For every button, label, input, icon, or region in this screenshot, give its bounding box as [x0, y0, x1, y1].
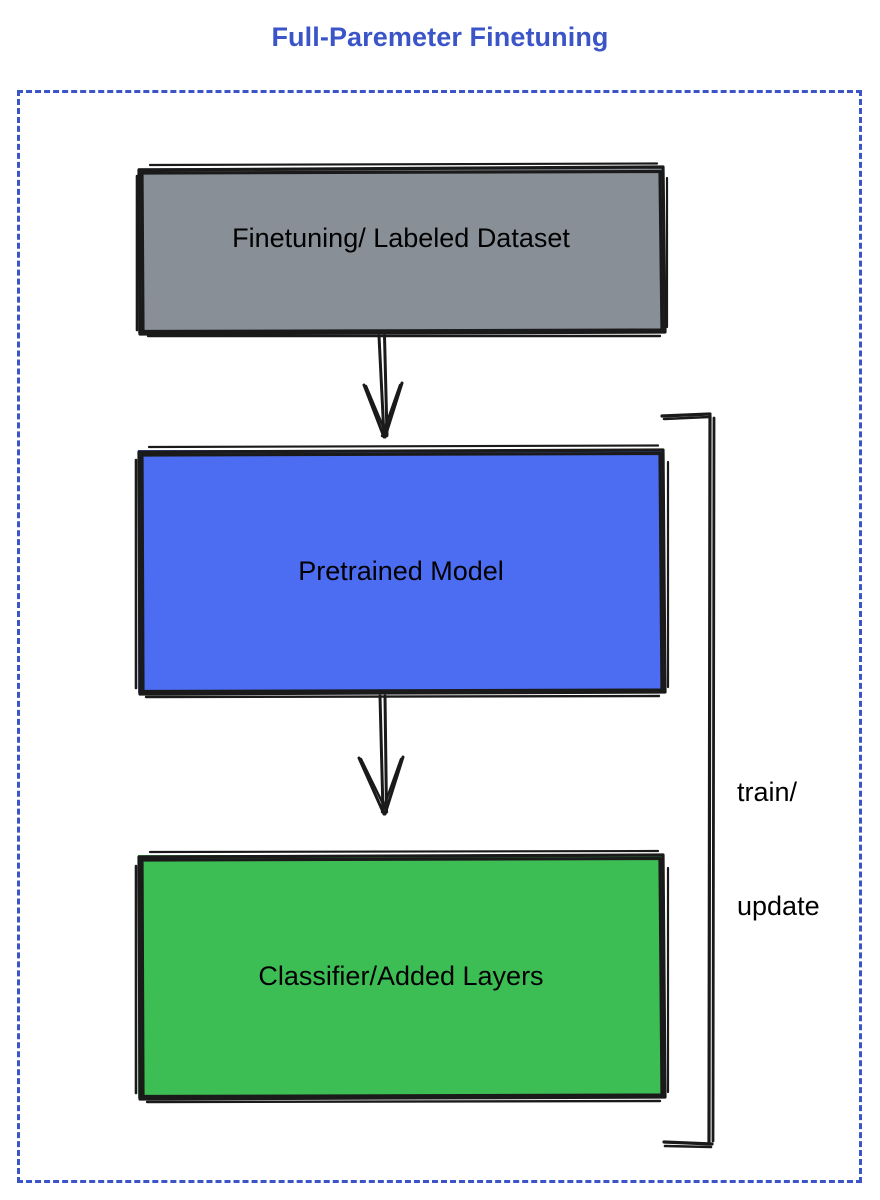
node-pretrained-label: Pretrained Model	[298, 555, 504, 586]
edge-label-line-1: train/	[737, 777, 798, 807]
node-classifier-label: Classifier/Added Layers	[258, 960, 544, 991]
arrow-down-icon-dataset-to-pretrained	[362, 334, 404, 439]
diagram-title: Full-Paremeter Finetuning	[271, 22, 609, 52]
node-classifier-added-layers[interactable]: Classifier/Added Layers	[138, 855, 664, 1098]
edge-label-line-2: update	[737, 891, 820, 921]
node-dataset-label: Finetuning/ Labeled Dataset	[232, 222, 570, 253]
edge-label-train-update: train/ update	[737, 697, 820, 1001]
node-finetuning-labeled-dataset[interactable]: Finetuning/ Labeled Dataset	[138, 168, 664, 333]
node-pretrained-model[interactable]: Pretrained Model	[138, 450, 664, 693]
arrow-down-icon-pretrained-to-classifier	[357, 694, 405, 816]
bracket-icon-feedback-loop	[660, 412, 716, 1149]
